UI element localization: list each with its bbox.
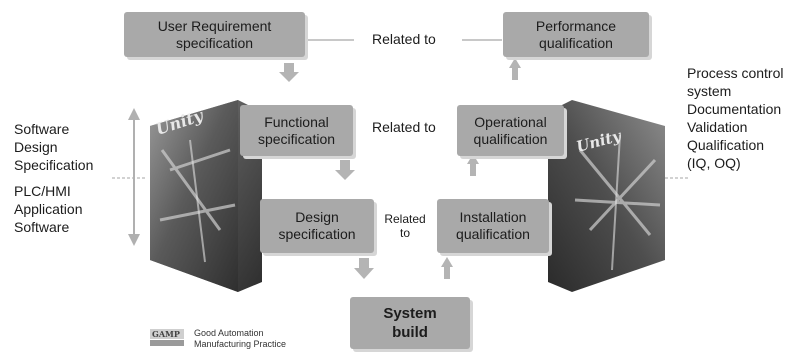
functional-spec-box: Functional specification bbox=[240, 105, 353, 156]
design-spec-box: Design specification bbox=[260, 199, 374, 253]
left-cube-graphic: Unity bbox=[150, 100, 262, 292]
down-arrow-icon bbox=[354, 258, 374, 279]
gamp-logo-icon: GAMP bbox=[150, 329, 184, 346]
up-arrow-icon bbox=[509, 58, 521, 80]
relation-label-middle: Related to bbox=[372, 119, 436, 135]
relation-label-bottom: Related to bbox=[384, 212, 426, 240]
user-requirement-spec-box: User Requirement specification bbox=[124, 12, 305, 57]
left-label-software-design: Software Design Specification bbox=[14, 121, 94, 173]
up-arrow-icon bbox=[441, 257, 453, 279]
gamp-logo: GAMP bbox=[150, 325, 184, 347]
left-label-plc-hmi: PLC/HMI Application Software bbox=[14, 183, 83, 235]
right-label-process-control: Process control system Documentation Val… bbox=[687, 65, 784, 171]
relation-label-top: Related to bbox=[372, 31, 436, 47]
right-cube-graphic: Unity bbox=[548, 100, 665, 292]
down-arrow-icon bbox=[279, 63, 299, 82]
system-build-box: System build bbox=[350, 297, 470, 349]
gamp-logo-text: GAMP bbox=[152, 329, 180, 339]
performance-qualification-box: Performance qualification bbox=[503, 12, 649, 57]
double-headed-arrow-icon bbox=[128, 108, 140, 246]
installation-qualification-box: Installation qualification bbox=[437, 199, 549, 253]
legend-text: Good Automation Manufacturing Practice bbox=[194, 328, 287, 349]
down-arrow-icon bbox=[335, 160, 355, 180]
up-arrow-icon bbox=[467, 154, 479, 176]
operational-qualification-box: Operational qualification bbox=[457, 105, 564, 156]
